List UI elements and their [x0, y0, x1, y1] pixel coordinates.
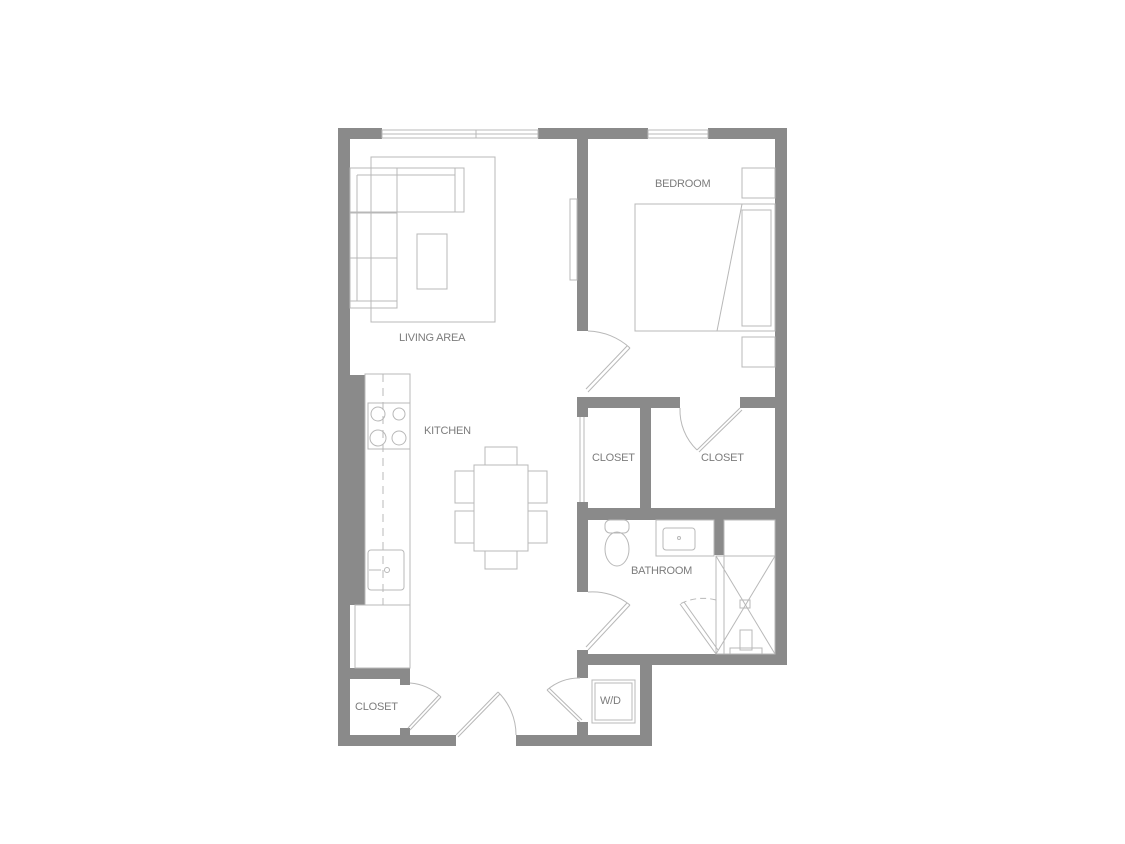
entry-fixtures	[407, 677, 636, 738]
room-label-bedroom: BEDROOM	[655, 178, 711, 190]
living-furniture	[349, 156, 578, 323]
room-label-living-area: LIVING AREA	[399, 332, 466, 344]
room-label-entry-closet: CLOSET	[355, 701, 398, 713]
room-label-washer-dryer: W/D	[600, 695, 621, 707]
room-label-hall-closet: CLOSET	[592, 452, 635, 464]
kitchen-fixtures	[354, 373, 548, 669]
bathroom-fixtures	[585, 519, 776, 655]
room-label-bathroom: BATHROOM	[631, 565, 693, 577]
walls	[338, 128, 787, 746]
windows	[381, 129, 709, 139]
bedroom-furniture	[585, 167, 776, 393]
closet-doors	[579, 407, 743, 502]
room-label-kitchen: KITCHEN	[424, 425, 471, 437]
room-label-bedroom-closet: CLOSET	[701, 452, 744, 464]
